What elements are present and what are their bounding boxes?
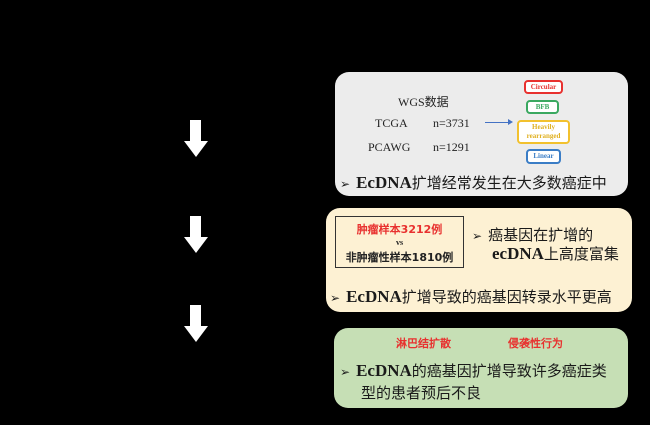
panel3-bullet-line1: ➢ EcDNA的癌基因扩增导致许多癌症类 xyxy=(340,360,607,381)
bullet-bold: EcDNA xyxy=(356,361,412,380)
bullet-text: 的癌基因扩增导致许多癌症类 xyxy=(411,362,607,380)
nontumor-sample-count: 非肿瘤性样本1810例 xyxy=(345,251,454,264)
panel2-bullet1-line2: ecDNA上高度富集 xyxy=(492,243,619,264)
bullet-marker-icon: ➢ xyxy=(340,177,351,191)
tag-circular: Circular xyxy=(524,80,563,94)
down-arrow-icon xyxy=(184,216,208,254)
label-invasive-behavior: 侵袭性行为 xyxy=(508,337,563,350)
panel2-bullet2: ➢ EcDNA扩增导致的癌基因转录水平更高 xyxy=(330,286,612,307)
bullet-text: 癌基因在扩增的 xyxy=(488,226,594,244)
dataset-name-pcawg: PCAWG xyxy=(368,140,411,154)
bullet-bold: ecDNA xyxy=(492,244,544,263)
panel3-bullet-line2: 型的患者预后不良 xyxy=(361,384,482,402)
label-lymph-node-spread: 淋巴结扩散 xyxy=(396,337,451,350)
bullet-text: 扩增经常发生在大多数癌症中 xyxy=(411,174,607,192)
panel-prognosis xyxy=(334,328,628,408)
panel1-bullet: ➢ EcDNA扩增经常发生在大多数癌症中 xyxy=(340,172,607,193)
tag-linear: Linear xyxy=(526,149,561,164)
bullet-bold: EcDNA xyxy=(356,173,412,192)
bullet-marker-icon: ➢ xyxy=(340,365,351,379)
wgs-data-title: WGS数据 xyxy=(398,95,449,109)
panel-wgs-data xyxy=(335,72,628,196)
panel2-bullet1-line1: ➢ 癌基因在扩增的 xyxy=(472,224,593,245)
bullet-marker-icon: ➢ xyxy=(472,229,483,243)
dataset-name-tcga: TCGA xyxy=(375,116,408,130)
bullet-text: 上高度富集 xyxy=(543,245,619,263)
down-arrow-icon xyxy=(184,305,208,343)
dataset-count-pcawg: n=1291 xyxy=(433,140,470,154)
versus-label: vs xyxy=(395,238,404,247)
bullet-text: 扩增导致的癌基因转录水平更高 xyxy=(401,288,612,306)
sample-comparison-box: 肿瘤样本3212例 vs 非肿瘤性样本1810例 xyxy=(335,216,464,268)
tag-bfb: BFB xyxy=(526,100,559,114)
tag-heavily-rearranged: Heavily rearranged xyxy=(517,120,570,144)
dataset-count-tcga: n=3731 xyxy=(433,116,470,130)
down-arrow-icon xyxy=(184,120,208,158)
bullet-marker-icon: ➢ xyxy=(330,291,341,305)
bullet-bold: EcDNA xyxy=(346,287,402,306)
tumor-sample-count: 肿瘤样本3212例 xyxy=(356,223,443,236)
right-arrow-icon xyxy=(485,119,513,125)
